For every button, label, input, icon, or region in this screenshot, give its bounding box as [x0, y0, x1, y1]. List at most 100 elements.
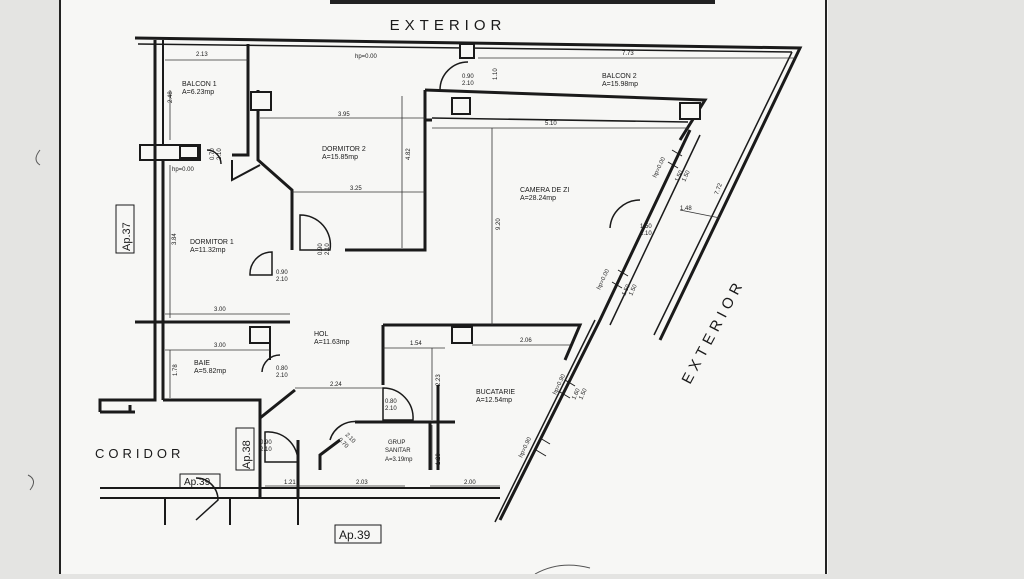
ap39-bottom-tag-box — [334, 524, 382, 544]
wall-coridor-left — [100, 405, 135, 414]
opening-width: 0.90 — [462, 74, 474, 80]
room-name-dormitor1: DORMITOR 1 — [190, 239, 234, 246]
opening-height: 2.10 — [260, 447, 272, 453]
wall-dormitor2-left — [256, 90, 294, 250]
room-name-balcon1: BALCON 1 — [182, 81, 217, 88]
balcon1-wall — [232, 44, 250, 157]
column — [459, 43, 475, 59]
ap38-tag: Ap.38 — [241, 440, 253, 469]
door-swing — [206, 149, 222, 165]
wall-baie-bottom — [163, 388, 296, 422]
opening-width: 0.80 — [276, 366, 288, 372]
window-mark — [617, 269, 629, 277]
dim-text: 3.00 — [214, 343, 226, 349]
column — [451, 326, 473, 344]
exterior-wall-top — [134, 36, 803, 341]
window-mark — [611, 281, 623, 289]
room-area-balcon1: A=6.23mp — [182, 89, 214, 96]
dim-text: 3.84 — [172, 233, 178, 245]
wall-bucatarie-top — [383, 323, 583, 361]
dim-text: 1.78 — [173, 364, 179, 376]
dim-text: 2.24 — [330, 382, 342, 388]
dim-text: 3.00 — [214, 307, 226, 313]
ap38-tag-box — [235, 427, 255, 471]
room-area-grup: A=3.19mp — [385, 457, 413, 463]
dim-text: 9.20 — [496, 218, 502, 230]
opening-height: 2.10 — [385, 406, 397, 412]
room-name-camera: CAMERA DE ZI — [520, 187, 569, 194]
window-height: 1.50 — [628, 283, 639, 297]
opening-width: 0.80 — [385, 399, 397, 405]
opening-width: 0.90 — [318, 243, 324, 255]
ap37-tag-box — [115, 204, 135, 254]
facade-slanted-inner — [609, 134, 701, 326]
facade-slanted — [498, 129, 692, 521]
exterior-label-top: EXTERIOR — [390, 17, 507, 34]
door-swing — [609, 199, 641, 229]
wall-camera-top-inner — [431, 117, 689, 123]
room-name-grup: GRUP — [388, 440, 405, 446]
balcony-rail-right — [653, 51, 793, 336]
door-swing — [382, 387, 414, 421]
room-name-bucatarie: BUCATARIE — [476, 389, 515, 396]
room-area-baie: A=5.82mp — [194, 368, 226, 375]
room-name-balcon2: BALCON 2 — [602, 73, 637, 80]
opening-height: 2.10 — [276, 277, 288, 283]
window-mark — [671, 149, 683, 157]
window-mark — [535, 449, 547, 457]
sheet-top-frame — [330, 0, 715, 4]
room-area-camera: A=28.24mp — [520, 195, 556, 202]
window-width: 1.50 — [674, 169, 685, 183]
dim-text: 2.13 — [196, 52, 208, 58]
dim-text: hp=0.00 — [355, 54, 378, 60]
wall-camera-top — [424, 88, 708, 141]
dim-text: 1.20 — [436, 453, 442, 465]
opening-width: 0.70 — [210, 148, 216, 160]
dim-text: 3.95 — [338, 112, 350, 118]
dim-text: 7.73 — [622, 51, 634, 57]
room-area-balcon2: A=15.98mp — [602, 81, 638, 88]
column — [679, 102, 701, 120]
door-swing — [264, 431, 299, 463]
dim-text: 7.72 — [714, 182, 724, 196]
door-swing — [329, 420, 361, 441]
dim-line — [679, 209, 721, 219]
dim-text: 1.54 — [410, 341, 422, 347]
window-mark — [564, 379, 576, 387]
dim-text: 1.10 — [493, 68, 499, 80]
dim-text: 1.21 — [284, 480, 296, 486]
dim-text: 2.48 — [168, 91, 174, 103]
door-swing — [195, 477, 219, 521]
ap37-tag: Ap.37 — [121, 222, 133, 251]
wall-ap38-entry — [258, 418, 300, 498]
room-area-hol: A=11.63mp — [314, 339, 350, 346]
column — [249, 326, 271, 344]
door-swing — [439, 61, 469, 91]
window-height: 1.50 — [578, 387, 589, 401]
dim-text: 2.03 — [356, 480, 368, 486]
wall-grup — [355, 420, 432, 470]
window-openings — [535, 149, 683, 457]
margin-mark — [27, 474, 34, 491]
room-name-grup-2: SANITAR — [385, 448, 411, 454]
room-area-dormitor2: A=15.85mp — [322, 154, 358, 161]
room-area-dormitor1: A=11.32mp — [190, 247, 226, 254]
dim-text: 2.23 — [436, 374, 442, 386]
door-swing — [261, 354, 281, 373]
column — [179, 145, 199, 159]
window-mark — [539, 437, 551, 445]
columns — [179, 43, 701, 344]
wall-dormitor2-right — [345, 90, 427, 252]
facade-lower-inner — [494, 319, 596, 523]
dimension-lines — [165, 57, 795, 487]
room-area-bucatarie: A=12.54mp — [476, 397, 512, 404]
room-name-dormitor2: DORMITOR 2 — [322, 146, 366, 153]
dim-text: hp=0.00 — [172, 167, 195, 173]
paper-sheet — [60, 0, 828, 574]
room-name-baie: BAIE — [194, 360, 210, 367]
door-width: 1.50 — [640, 224, 652, 230]
dim-text: 2.06 — [520, 338, 532, 344]
coridor-label: CORIDOR — [95, 446, 184, 461]
